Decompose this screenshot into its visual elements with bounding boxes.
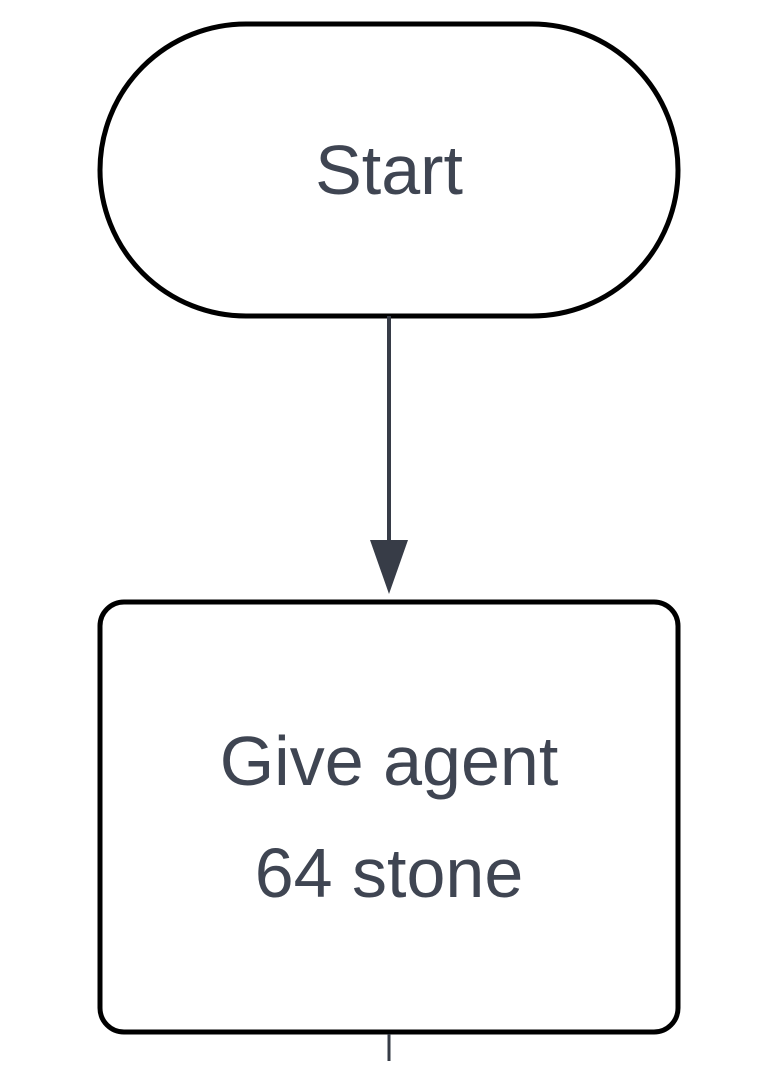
process-label-line-1: Give agent — [219, 722, 559, 800]
start-node-label: Start — [100, 24, 678, 316]
arrowhead-icon — [370, 540, 408, 594]
process-node-shape — [97, 599, 681, 1035]
start-label-text: Start — [315, 131, 463, 209]
process-label-line-2: 64 stone — [254, 834, 524, 912]
process-node-label: Give agent 64 stone — [100, 602, 678, 1032]
